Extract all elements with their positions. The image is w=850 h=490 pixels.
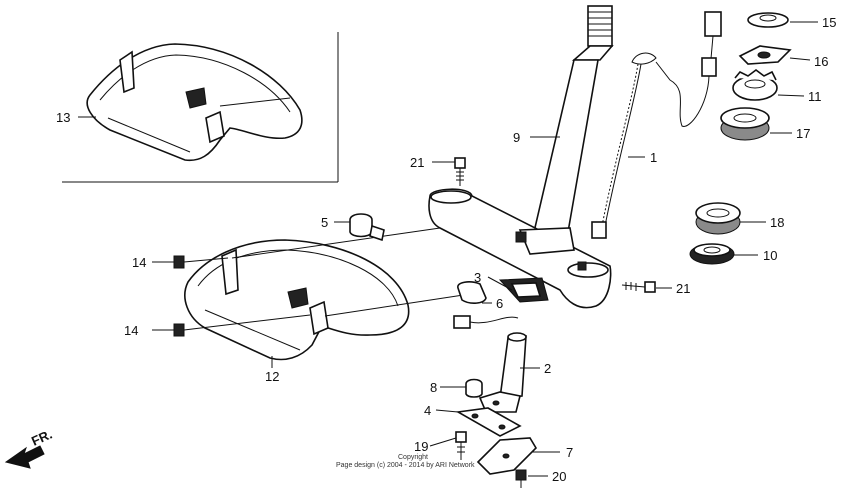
steering-stem [532,5,614,233]
meter-visor [184,239,410,361]
part-8-cap [465,378,483,398]
callout-8: 8 [430,380,437,395]
callout-4: 4 [424,403,431,418]
callout-15: 15 [822,15,836,30]
part-17-nut [720,107,770,141]
part-4-plate [455,407,522,437]
callout-17: 17 [796,126,810,141]
callout-20: 20 [552,469,566,484]
callout-5: 5 [321,215,328,230]
bottom-bridge [428,188,612,309]
inset-frame [62,32,339,183]
callout-9: 9 [513,130,520,145]
callout-14a: 14 [132,255,146,270]
part-14-bolt-upper [173,255,185,269]
part-5-clamp [349,213,385,242]
callout-7: 7 [566,445,573,460]
callout-13: 13 [56,110,70,125]
wire-harness [591,52,657,239]
callout-1: 1 [650,150,657,165]
callout-19: 19 [414,439,428,454]
part-10-seal [689,243,735,265]
leader-lines [183,227,471,331]
part-7-bracket [476,437,538,475]
part-14-bolt-lower [173,323,185,337]
callout-18: 18 [770,215,784,230]
bolt-21-top [454,157,466,186]
callout-16: 16 [814,54,828,69]
callout-21b: 21 [676,281,690,296]
callout-12: 12 [265,369,279,384]
front-label: FR. [29,427,54,449]
part-15-washer [747,12,789,28]
copyright-line-1: Copyright [398,454,428,461]
callout-leaders [78,21,818,477]
part-6-clamp [457,281,487,304]
callout-numbers: 1 2 3 4 5 6 7 8 9 10 11 12 13 14 14 15 1… [56,15,836,484]
callout-11: 11 [808,89,822,104]
speedometer-cable [655,11,722,127]
copyright-notice: Copyright Page design (c) 2004 - 2014 by… [336,454,475,469]
part-16-plate [738,45,792,65]
meter-visor-inset [86,43,303,162]
callout-3: 3 [474,270,481,285]
bolt-21-right [621,281,656,293]
part-18-bearing [695,202,741,235]
callout-14b: 14 [124,323,138,338]
part-20-bolt [515,469,527,488]
part-19-bolt [455,431,467,460]
callout-21a: 21 [410,155,424,170]
part-2-ignition-switch [453,315,527,413]
front-direction-indicator: FR. [4,427,54,469]
copyright-line-2: Page design (c) 2004 - 2014 by ARI Netwo… [336,462,475,469]
part-11-lock-washer [732,69,778,101]
callout-10: 10 [763,248,777,263]
callout-2: 2 [544,361,551,376]
part-3-bracket [498,277,549,303]
callout-6: 6 [496,296,503,311]
front-arrow-icon [4,445,45,469]
